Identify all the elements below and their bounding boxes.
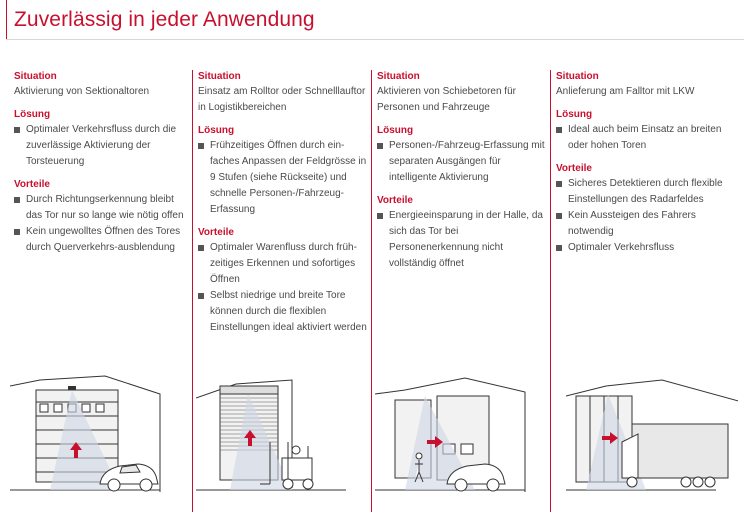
vorteile-section: Vorteile Optimaler Warenfluss durch früh… <box>198 226 368 336</box>
list-item: Selbst niedrige und breite Tore können d… <box>198 288 368 336</box>
column-sectional-door: Situation Aktivierung von Sektionaltoren… <box>14 70 184 264</box>
vorteile-list: Durch Richtungserkennung bleibt das Tor … <box>14 192 184 256</box>
situation-section: Situation Aktivieren von Schiebetoren fü… <box>377 70 547 116</box>
list-item: Personen-/Fahrzeug-Erfassung mit separat… <box>377 138 547 186</box>
situation-text: Einsatz am Rolltor oder Schnelllauftor i… <box>198 86 366 113</box>
column-separator <box>371 70 372 512</box>
title-bar: Zuverlässig in jeder Anwendung <box>0 0 744 40</box>
list-item: Kein Aussteigen des Fahrers notwendig <box>556 208 726 240</box>
situation-section: Situation Anlieferung am Falltor mit LKW <box>556 70 726 100</box>
situation-heading: Situation <box>377 71 420 82</box>
list-item: Frühzeitiges Öffnen durch ein-faches Anp… <box>198 138 368 218</box>
list-item: Durch Richtungserkennung bleibt das Tor … <box>14 192 184 224</box>
folding-door-drawing <box>566 379 738 491</box>
vorteile-section: Vorteile Durch Richtungserkennung bleibt… <box>14 178 184 256</box>
loesung-heading: Lösung <box>198 125 235 136</box>
column-folding-door: Situation Anlieferung am Falltor mit LKW… <box>550 70 726 512</box>
roller-door-illustration <box>196 372 368 502</box>
sliding-door-illustration <box>375 372 547 502</box>
vorteile-list: Optimaler Warenfluss durch früh-zeitiges… <box>198 240 368 336</box>
vorteile-heading: Vorteile <box>377 195 413 206</box>
divider <box>6 39 744 40</box>
situation-section: Situation Einsatz am Rolltor oder Schnel… <box>198 70 368 116</box>
vorteile-section: Vorteile Energieeinsparung in der Halle,… <box>377 194 547 272</box>
situation-heading: Situation <box>198 71 241 82</box>
loesung-list: Frühzeitiges Öffnen durch ein-faches Anp… <box>198 138 368 218</box>
roller-door-drawing <box>196 379 346 491</box>
loesung-heading: Lösung <box>556 109 593 120</box>
list-item: Ideal auch beim Einsatz an breiten oder … <box>556 122 726 154</box>
page-title: Zuverlässig in jeder Anwendung <box>14 8 315 31</box>
loesung-list: Personen-/Fahrzeug-Erfassung mit separat… <box>377 138 547 186</box>
list-item: Optimaler Warenfluss durch früh-zeitiges… <box>198 240 368 288</box>
vorteile-list: Sicheres Detektieren durch flexible Eins… <box>556 176 726 256</box>
loesung-section: Lösung Optimaler Verkehrsfluss durch die… <box>14 108 184 170</box>
column-separator <box>550 70 551 512</box>
accent-line <box>6 0 7 40</box>
list-item: Energieeinsparung in der Halle, da sich … <box>377 208 547 272</box>
situation-heading: Situation <box>14 71 57 82</box>
vorteile-heading: Vorteile <box>556 163 592 174</box>
situation-text: Anlieferung am Falltor mit LKW <box>556 86 695 97</box>
list-item: Sicheres Detektieren durch flexible Eins… <box>556 176 726 208</box>
situation-heading: Situation <box>556 71 599 82</box>
column-sliding-door: Situation Aktivieren von Schiebetoren fü… <box>371 70 547 512</box>
loesung-list: Optimaler Verkehrsfluss durch die zuverl… <box>14 122 184 170</box>
vorteile-section: Vorteile Sicheres Detektieren durch flex… <box>556 162 726 256</box>
loesung-list: Ideal auch beim Einsatz an breiten oder … <box>556 122 726 154</box>
list-item: Optimaler Verkehrsfluss <box>556 240 726 256</box>
column-separator <box>192 70 193 512</box>
loesung-heading: Lösung <box>377 125 414 136</box>
list-item: Optimaler Verkehrsfluss durch die zuverl… <box>14 122 184 170</box>
sectional-door-illustration <box>10 372 182 502</box>
situation-section: Situation Aktivierung von Sektionaltoren <box>14 70 184 100</box>
loesung-heading: Lösung <box>14 109 51 120</box>
vorteile-heading: Vorteile <box>198 227 234 238</box>
vorteile-heading: Vorteile <box>14 179 50 190</box>
sectional-door-drawing <box>10 375 161 492</box>
list-item: Kein ungewolltes Öffnen des Tores durch … <box>14 224 184 256</box>
sliding-door-drawing <box>375 377 526 492</box>
loesung-section: Lösung Personen-/Fahrzeug-Erfassung mit … <box>377 124 547 186</box>
folding-door-illustration <box>566 372 738 502</box>
situation-text: Aktivieren von Schiebetoren für Personen… <box>377 86 516 113</box>
vorteile-list: Energieeinsparung in der Halle, da sich … <box>377 208 547 272</box>
loesung-section: Lösung Frühzeitiges Öffnen durch ein-fac… <box>198 124 368 218</box>
loesung-section: Lösung Ideal auch beim Einsatz an breite… <box>556 108 726 154</box>
situation-text: Aktivierung von Sektionaltoren <box>14 86 150 97</box>
column-roller-door: Situation Einsatz am Rolltor oder Schnel… <box>192 70 368 512</box>
